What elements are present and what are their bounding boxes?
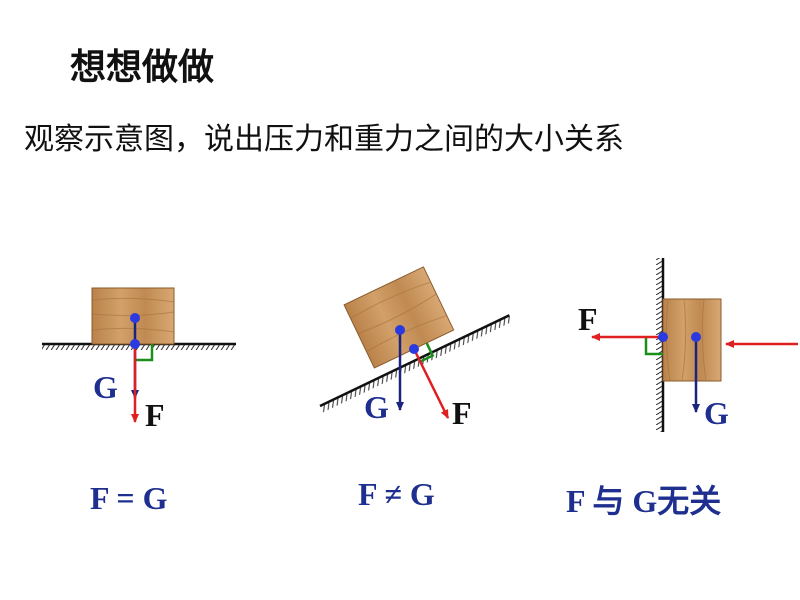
caption-wall: F 与 G无关 bbox=[566, 483, 722, 519]
diagram-wall: F G bbox=[578, 258, 798, 432]
wall-hatch bbox=[656, 258, 664, 432]
diagram-incline: G F bbox=[319, 266, 513, 431]
title: 想想做做 bbox=[70, 47, 215, 88]
label-G: G bbox=[704, 395, 729, 431]
right-angle-mark bbox=[135, 344, 154, 362]
center-of-gravity-point bbox=[691, 332, 701, 342]
incline-hatch bbox=[320, 315, 513, 413]
diagram-horizontal: G F bbox=[42, 287, 236, 433]
right-angle-mark bbox=[419, 342, 435, 363]
contact-point bbox=[658, 332, 668, 342]
caption-horizontal: F = G bbox=[90, 480, 168, 516]
contact-point bbox=[130, 339, 140, 349]
label-F: F bbox=[145, 397, 165, 433]
incline-line bbox=[319, 314, 510, 408]
pressure-arrow bbox=[412, 348, 450, 419]
label-G: G bbox=[364, 389, 389, 425]
subtitle: 观察示意图，说出压力和重力之间的大小关系 bbox=[24, 122, 624, 157]
center-of-gravity-point bbox=[395, 325, 405, 335]
caption-incline: F ≠ G bbox=[358, 476, 435, 512]
wood-grain bbox=[350, 281, 447, 353]
center-of-gravity-point bbox=[130, 313, 140, 323]
label-G: G bbox=[93, 369, 118, 405]
label-F: F bbox=[452, 395, 472, 431]
contact-point bbox=[409, 344, 419, 354]
right-angle-mark bbox=[644, 337, 663, 356]
label-F: F bbox=[578, 301, 598, 337]
